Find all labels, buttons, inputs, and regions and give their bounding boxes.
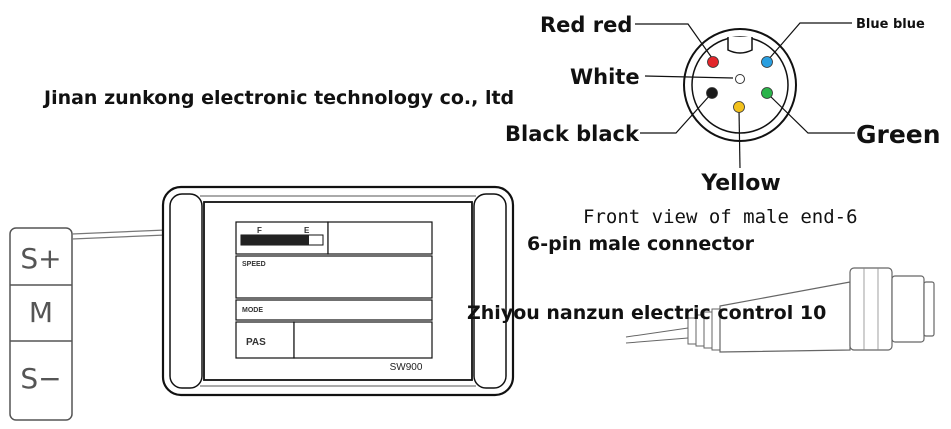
company-name: Jinan zunkong electronic technology co.,… (42, 87, 514, 109)
battery-gauge-fill (241, 235, 309, 245)
pin-blue-label: Blue blue (856, 17, 925, 32)
mode-label: MODE (242, 307, 263, 314)
plug-collar (849, 267, 893, 351)
pin-green (761, 87, 773, 99)
button-plus-label: S+ (20, 242, 61, 275)
battery-info-box (327, 221, 433, 255)
pas-box (235, 321, 295, 359)
button-pad-frame (9, 227, 73, 421)
pas-label: PAS (246, 337, 266, 348)
connector-title: 6-pin male connector (527, 233, 755, 255)
button-mode-label: M (29, 296, 53, 329)
watermark-text: Zhiyou nanzun electric control 10 (467, 302, 826, 324)
button-cable (71, 234, 167, 240)
pin-green-label: Green (856, 120, 941, 149)
leader-green (767, 93, 855, 134)
pin-white-label: White (570, 65, 640, 89)
button-cable (71, 229, 167, 235)
speed-box (235, 255, 433, 299)
pin-white (735, 74, 745, 84)
button-pad: S+ M S− (9, 227, 73, 421)
plug-cable (625, 337, 689, 344)
connector-front-view (635, 22, 855, 169)
pin-blue (761, 56, 773, 68)
leader-yellow (738, 109, 741, 169)
pin-black (706, 87, 718, 99)
battery-full-mark: F (257, 226, 262, 235)
plug-cable (625, 327, 689, 338)
connector-key-notch (727, 37, 753, 54)
front-view-caption: Front view of male end-6 (583, 206, 858, 228)
plug-body (719, 281, 851, 353)
leader-red (635, 23, 713, 59)
pin-black-label: Black black (505, 122, 640, 146)
pin-yellow (733, 101, 745, 113)
button-minus-label: S− (20, 362, 61, 395)
display-unit: F E SPEED MODE PAS SW900 (161, 185, 515, 397)
display-right-grip (473, 193, 507, 389)
speed-label: SPEED (242, 261, 266, 268)
connector-side-view (625, 267, 935, 353)
plug-end-cap (923, 281, 935, 337)
mode-box (235, 299, 433, 321)
display-left-grip (169, 193, 203, 389)
leader-black (640, 93, 712, 134)
pin-red (707, 56, 719, 68)
pin-red-label: Red red (540, 13, 632, 37)
pas-value-box (293, 321, 433, 359)
leader-white (644, 75, 734, 79)
leader-blue (767, 22, 852, 61)
display-model: SW900 (390, 362, 423, 373)
battery-empty-mark: E (304, 226, 310, 235)
pin-yellow-label: Yellow (700, 171, 780, 196)
plug-tip (891, 275, 925, 343)
